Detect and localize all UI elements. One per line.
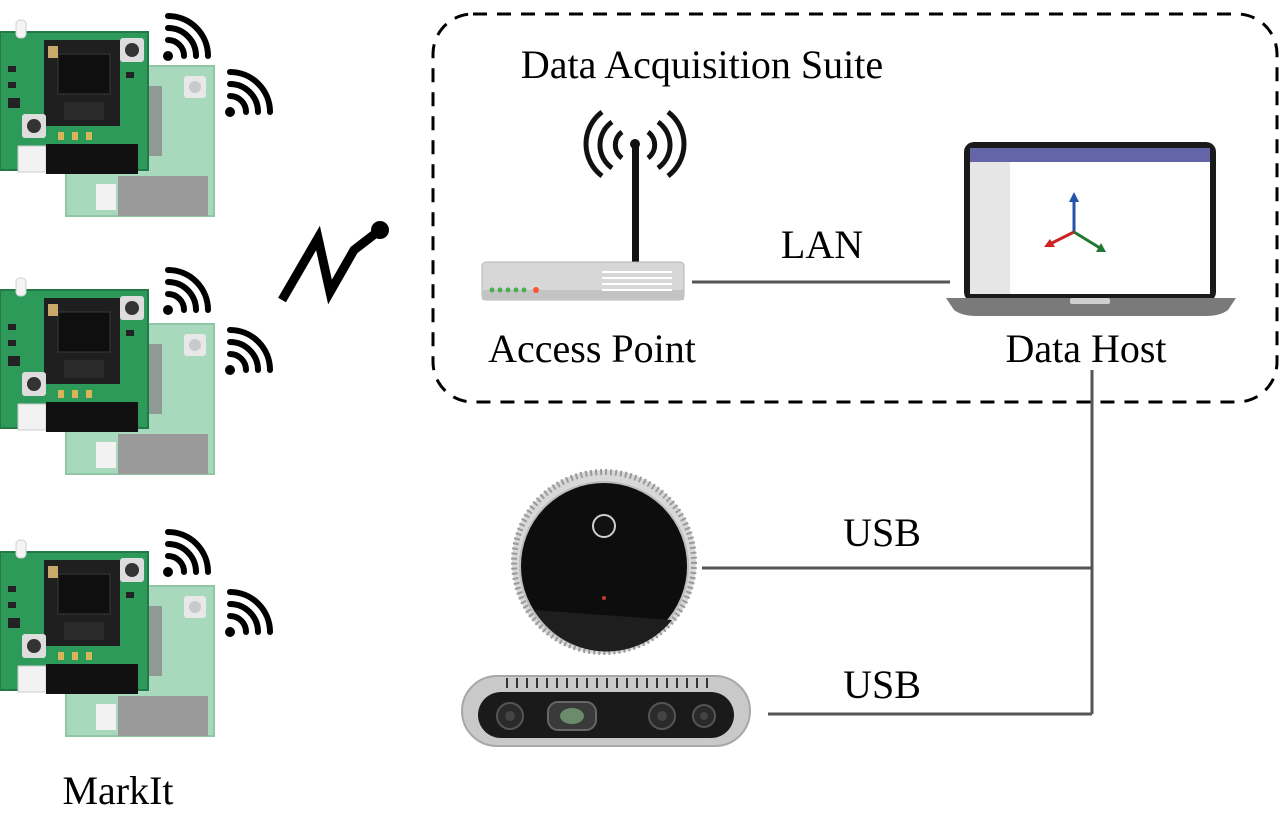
lan-label: LAN: [781, 222, 863, 267]
access-point-label: Access Point: [488, 326, 696, 371]
markit-front-board: [0, 539, 149, 695]
stereo-depth-camera-icon: [461, 675, 751, 747]
access-point-router-icon: [481, 110, 687, 301]
wifi-signal-icon: [163, 532, 208, 577]
markit-device-3: [0, 532, 270, 737]
round-depth-camera-icon: [511, 469, 697, 655]
wifi-signal-icon: [163, 270, 208, 315]
usb-label-round-camera: USB: [843, 510, 921, 555]
wifi-signal-icon: [225, 592, 270, 637]
wifi-signal-icon: [225, 72, 270, 117]
data-host-label: Data Host: [1005, 326, 1166, 371]
suite-title: Data Acquisition Suite: [521, 42, 883, 87]
markit-device-2: [0, 270, 270, 475]
usb-label-bar-camera: USB: [843, 662, 921, 707]
markit-front-board: [0, 19, 149, 175]
markit-front-board: [0, 277, 149, 433]
wifi-signal-icon: [225, 330, 270, 375]
radio-link-icon: [278, 221, 389, 305]
markit-label: MarkIt: [62, 768, 173, 813]
markit-device-1: [0, 16, 270, 217]
laptop-icon: [946, 142, 1236, 316]
wifi-signal-icon: [163, 16, 208, 61]
